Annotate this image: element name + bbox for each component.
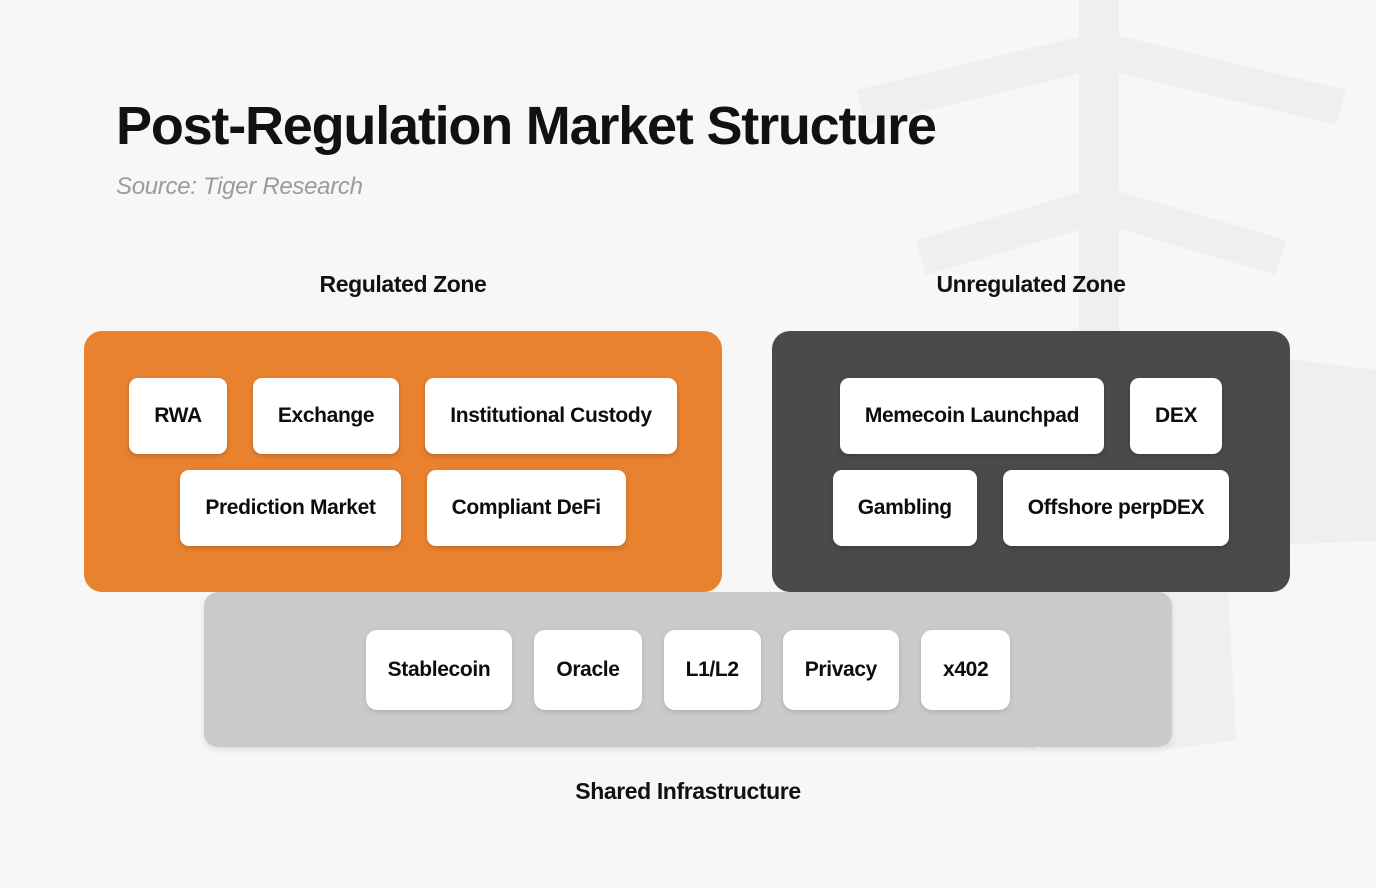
chip-dex[interactable]: DEX bbox=[1130, 377, 1223, 454]
shared-infrastructure-label: Shared Infrastructure bbox=[575, 778, 801, 804]
chip-privacy[interactable]: Privacy bbox=[782, 629, 900, 710]
chip-compliant-defi[interactable]: Compliant DeFi bbox=[426, 469, 626, 546]
unregulated-zone-row-2: Gambling Offshore perpDEX bbox=[794, 469, 1268, 546]
regulated-zone-row-2: Prediction Market Compliant DeFi bbox=[106, 469, 700, 546]
chip-stablecoin[interactable]: Stablecoin bbox=[365, 629, 513, 710]
unregulated-zone-label: Unregulated Zone bbox=[936, 271, 1126, 297]
chip-oracle[interactable]: Oracle bbox=[534, 629, 642, 710]
unregulated-zone-row-1: Memecoin Launchpad DEX bbox=[794, 377, 1268, 454]
chip-exchange[interactable]: Exchange bbox=[252, 377, 400, 454]
unregulated-zone-panel: Memecoin Launchpad DEX Gambling Offshore… bbox=[772, 331, 1290, 592]
chip-rwa[interactable]: RWA bbox=[129, 377, 227, 454]
chip-offshore-perpdex[interactable]: Offshore perpDEX bbox=[1002, 469, 1230, 546]
regulated-zone-label: Regulated Zone bbox=[319, 271, 487, 297]
shared-infrastructure-panel: Stablecoin Oracle L1/L2 Privacy x402 bbox=[204, 592, 1172, 747]
chip-gambling[interactable]: Gambling bbox=[832, 469, 977, 546]
chip-memecoin-launchpad[interactable]: Memecoin Launchpad bbox=[839, 377, 1105, 454]
chip-l1-l2[interactable]: L1/L2 bbox=[663, 629, 761, 710]
source-label: Source: Tiger Research bbox=[116, 172, 363, 200]
chip-prediction-market[interactable]: Prediction Market bbox=[180, 469, 401, 546]
chip-x402[interactable]: x402 bbox=[921, 629, 1011, 710]
regulated-zone-row-1: RWA Exchange Institutional Custody bbox=[106, 377, 700, 454]
page-title: Post-Regulation Market Structure bbox=[116, 96, 937, 156]
chip-institutional-custody[interactable]: Institutional Custody bbox=[425, 377, 677, 454]
header: Post-Regulation Market Structure Source:… bbox=[116, 96, 937, 201]
regulated-zone-panel: RWA Exchange Institutional Custody Predi… bbox=[84, 331, 722, 592]
